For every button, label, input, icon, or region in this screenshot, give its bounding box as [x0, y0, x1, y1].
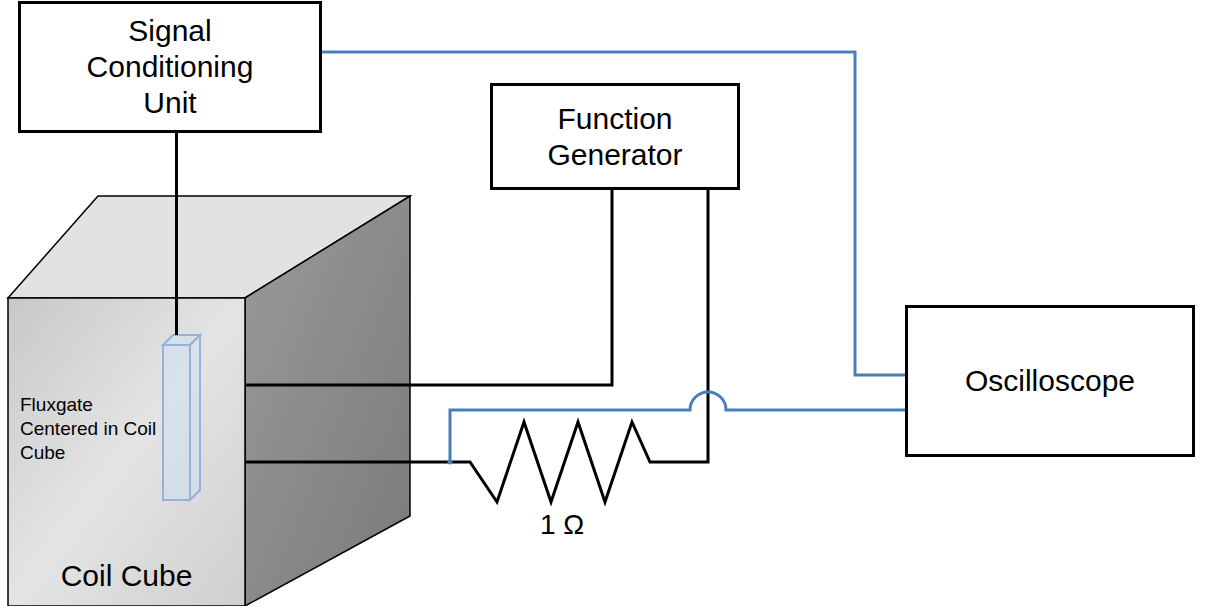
- oscilloscope-box: Oscilloscope: [905, 305, 1195, 457]
- cube-label: Coil Cube: [8, 558, 245, 594]
- fluxgate-face: [163, 345, 190, 500]
- sensor-label: Fluxgate Centered in Coil Cube: [20, 393, 160, 464]
- probe-junction: [448, 460, 453, 465]
- function-generator-box: Function Generator: [490, 83, 740, 190]
- box-label: Function Generator: [520, 101, 710, 173]
- resistor-value: 1 Ω: [540, 508, 584, 542]
- coil-cube: Coil Cube Fluxgate Centered in Coil Cube: [8, 196, 410, 606]
- cube-side-face: [245, 196, 410, 606]
- box-label: Oscilloscope: [920, 363, 1180, 399]
- cube-front-face: [8, 298, 245, 606]
- fluxgate-prism: [163, 335, 200, 500]
- signal-conditioning-box: Signal Conditioning Unit: [18, 1, 322, 133]
- probe-wire: [450, 392, 905, 462]
- fluxgate-sensor: Fluxgate Centered in Coil Cube: [163, 335, 200, 500]
- fluxgate-face: [190, 335, 200, 500]
- box-label: Signal Conditioning Unit: [70, 13, 270, 121]
- sensor-cable: [175, 133, 178, 335]
